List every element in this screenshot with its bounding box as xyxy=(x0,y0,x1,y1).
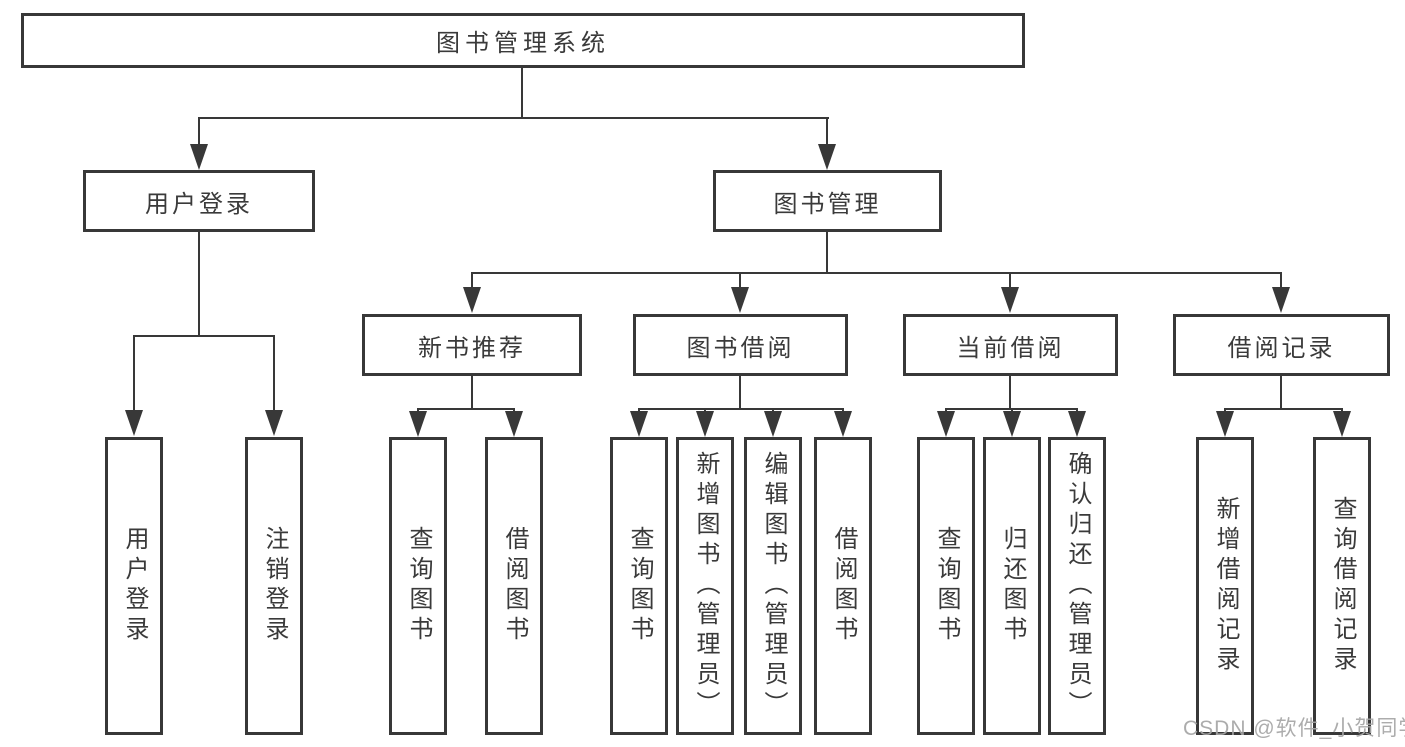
leaf-logout-login: 注销登录 xyxy=(245,437,303,735)
leaf-label: 借阅图书 xyxy=(501,526,528,646)
arrow-down-icon xyxy=(1216,411,1234,437)
arrow-down-icon xyxy=(409,411,427,437)
arrow-down-icon xyxy=(731,287,749,313)
leaf-label: 确认归还（管理员） xyxy=(1064,451,1091,721)
arrow-down-icon xyxy=(764,411,782,437)
connector-drop xyxy=(198,118,200,145)
node-label: 图书管理系统 xyxy=(436,30,610,57)
arrow-down-icon xyxy=(265,410,283,436)
leaf-query-books-borrowing: 查询图书 xyxy=(610,437,668,735)
arrow-down-icon xyxy=(834,411,852,437)
leaf-label: 编辑图书（管理员） xyxy=(760,451,787,721)
connector-bar xyxy=(417,408,515,410)
arrow-down-icon xyxy=(463,287,481,313)
connector-stem xyxy=(739,376,741,409)
node-label: 用户登录 xyxy=(145,190,253,218)
leaf-label: 查询借阅记录 xyxy=(1329,496,1356,676)
node-current-borrowing: 当前借阅 xyxy=(903,314,1118,376)
connector-stem xyxy=(471,376,473,409)
leaf-add-borrow-record: 新增借阅记录 xyxy=(1196,437,1254,735)
arrow-down-icon xyxy=(1068,411,1086,437)
arrow-down-icon xyxy=(630,411,648,437)
connector-bar xyxy=(1224,408,1343,410)
connector-drop xyxy=(739,273,741,287)
node-user-login: 用户登录 xyxy=(83,170,315,232)
leaf-label: 查询图书 xyxy=(626,526,653,646)
connector-user-login-stem xyxy=(198,232,200,336)
connector-drop xyxy=(133,336,135,410)
arrow-down-icon xyxy=(1001,287,1019,313)
node-library-management-system: 图书管理系统 xyxy=(21,13,1025,68)
node-label: 借阅记录 xyxy=(1227,334,1336,362)
node-book-borrowing: 图书借阅 xyxy=(633,314,848,376)
connector-drop xyxy=(1280,273,1282,287)
connector-drop xyxy=(273,336,275,410)
node-borrowing-records: 借阅记录 xyxy=(1173,314,1390,376)
arrow-down-icon xyxy=(1003,411,1021,437)
leaf-label: 借阅图书 xyxy=(830,526,857,646)
arrow-down-icon xyxy=(818,144,836,170)
node-label: 当前借阅 xyxy=(956,334,1065,362)
connector-drop xyxy=(471,273,473,287)
leaf-confirm-return-admin: 确认归还（管理员） xyxy=(1048,437,1106,735)
arrow-down-icon xyxy=(1272,287,1290,313)
arrow-down-icon xyxy=(190,144,208,170)
connector-book-management-stem xyxy=(826,232,828,273)
connector-stem xyxy=(1280,376,1282,409)
node-new-book-recommendation: 新书推荐 xyxy=(362,314,582,376)
arrow-down-icon xyxy=(1333,411,1351,437)
leaf-edit-book-admin: 编辑图书（管理员） xyxy=(744,437,802,735)
leaf-label: 新增借阅记录 xyxy=(1212,496,1239,676)
leaf-label: 查询图书 xyxy=(405,526,432,646)
connector-level2-bar xyxy=(471,272,1282,274)
node-label: 新书推荐 xyxy=(418,334,526,362)
connector-root-stem xyxy=(521,68,523,118)
leaf-query-books-current: 查询图书 xyxy=(917,437,975,735)
leaf-label: 用户登录 xyxy=(121,526,148,646)
arrow-down-icon xyxy=(696,411,714,437)
leaf-label: 注销登录 xyxy=(261,526,288,646)
leaf-query-borrow-record: 查询借阅记录 xyxy=(1313,437,1371,735)
arrow-down-icon xyxy=(125,410,143,436)
leaf-query-books-recommendation: 查询图书 xyxy=(389,437,447,735)
leaf-user-login: 用户登录 xyxy=(105,437,163,735)
leaf-label: 新增图书（管理员） xyxy=(692,451,719,721)
connector-drop xyxy=(826,118,828,145)
connector-user-login-bar xyxy=(133,335,275,337)
node-book-management: 图书管理 xyxy=(713,170,942,232)
leaf-add-book-admin: 新增图书（管理员） xyxy=(676,437,734,735)
connector-level1-bar xyxy=(198,117,829,119)
leaf-borrow-books-recommendation: 借阅图书 xyxy=(485,437,543,735)
connector-stem xyxy=(1009,376,1011,409)
node-label: 图书管理 xyxy=(773,190,882,218)
leaf-borrow-books: 借阅图书 xyxy=(814,437,872,735)
connector-drop xyxy=(1009,273,1011,287)
leaf-label: 查询图书 xyxy=(933,526,960,646)
connector-bar xyxy=(638,408,844,410)
node-label: 图书借阅 xyxy=(686,334,795,362)
arrow-down-icon xyxy=(937,411,955,437)
leaf-return-books: 归还图书 xyxy=(983,437,1041,735)
arrow-down-icon xyxy=(505,411,523,437)
watermark: CSDN @软件_小贺同学 xyxy=(1183,717,1405,740)
leaf-label: 归还图书 xyxy=(999,526,1026,646)
